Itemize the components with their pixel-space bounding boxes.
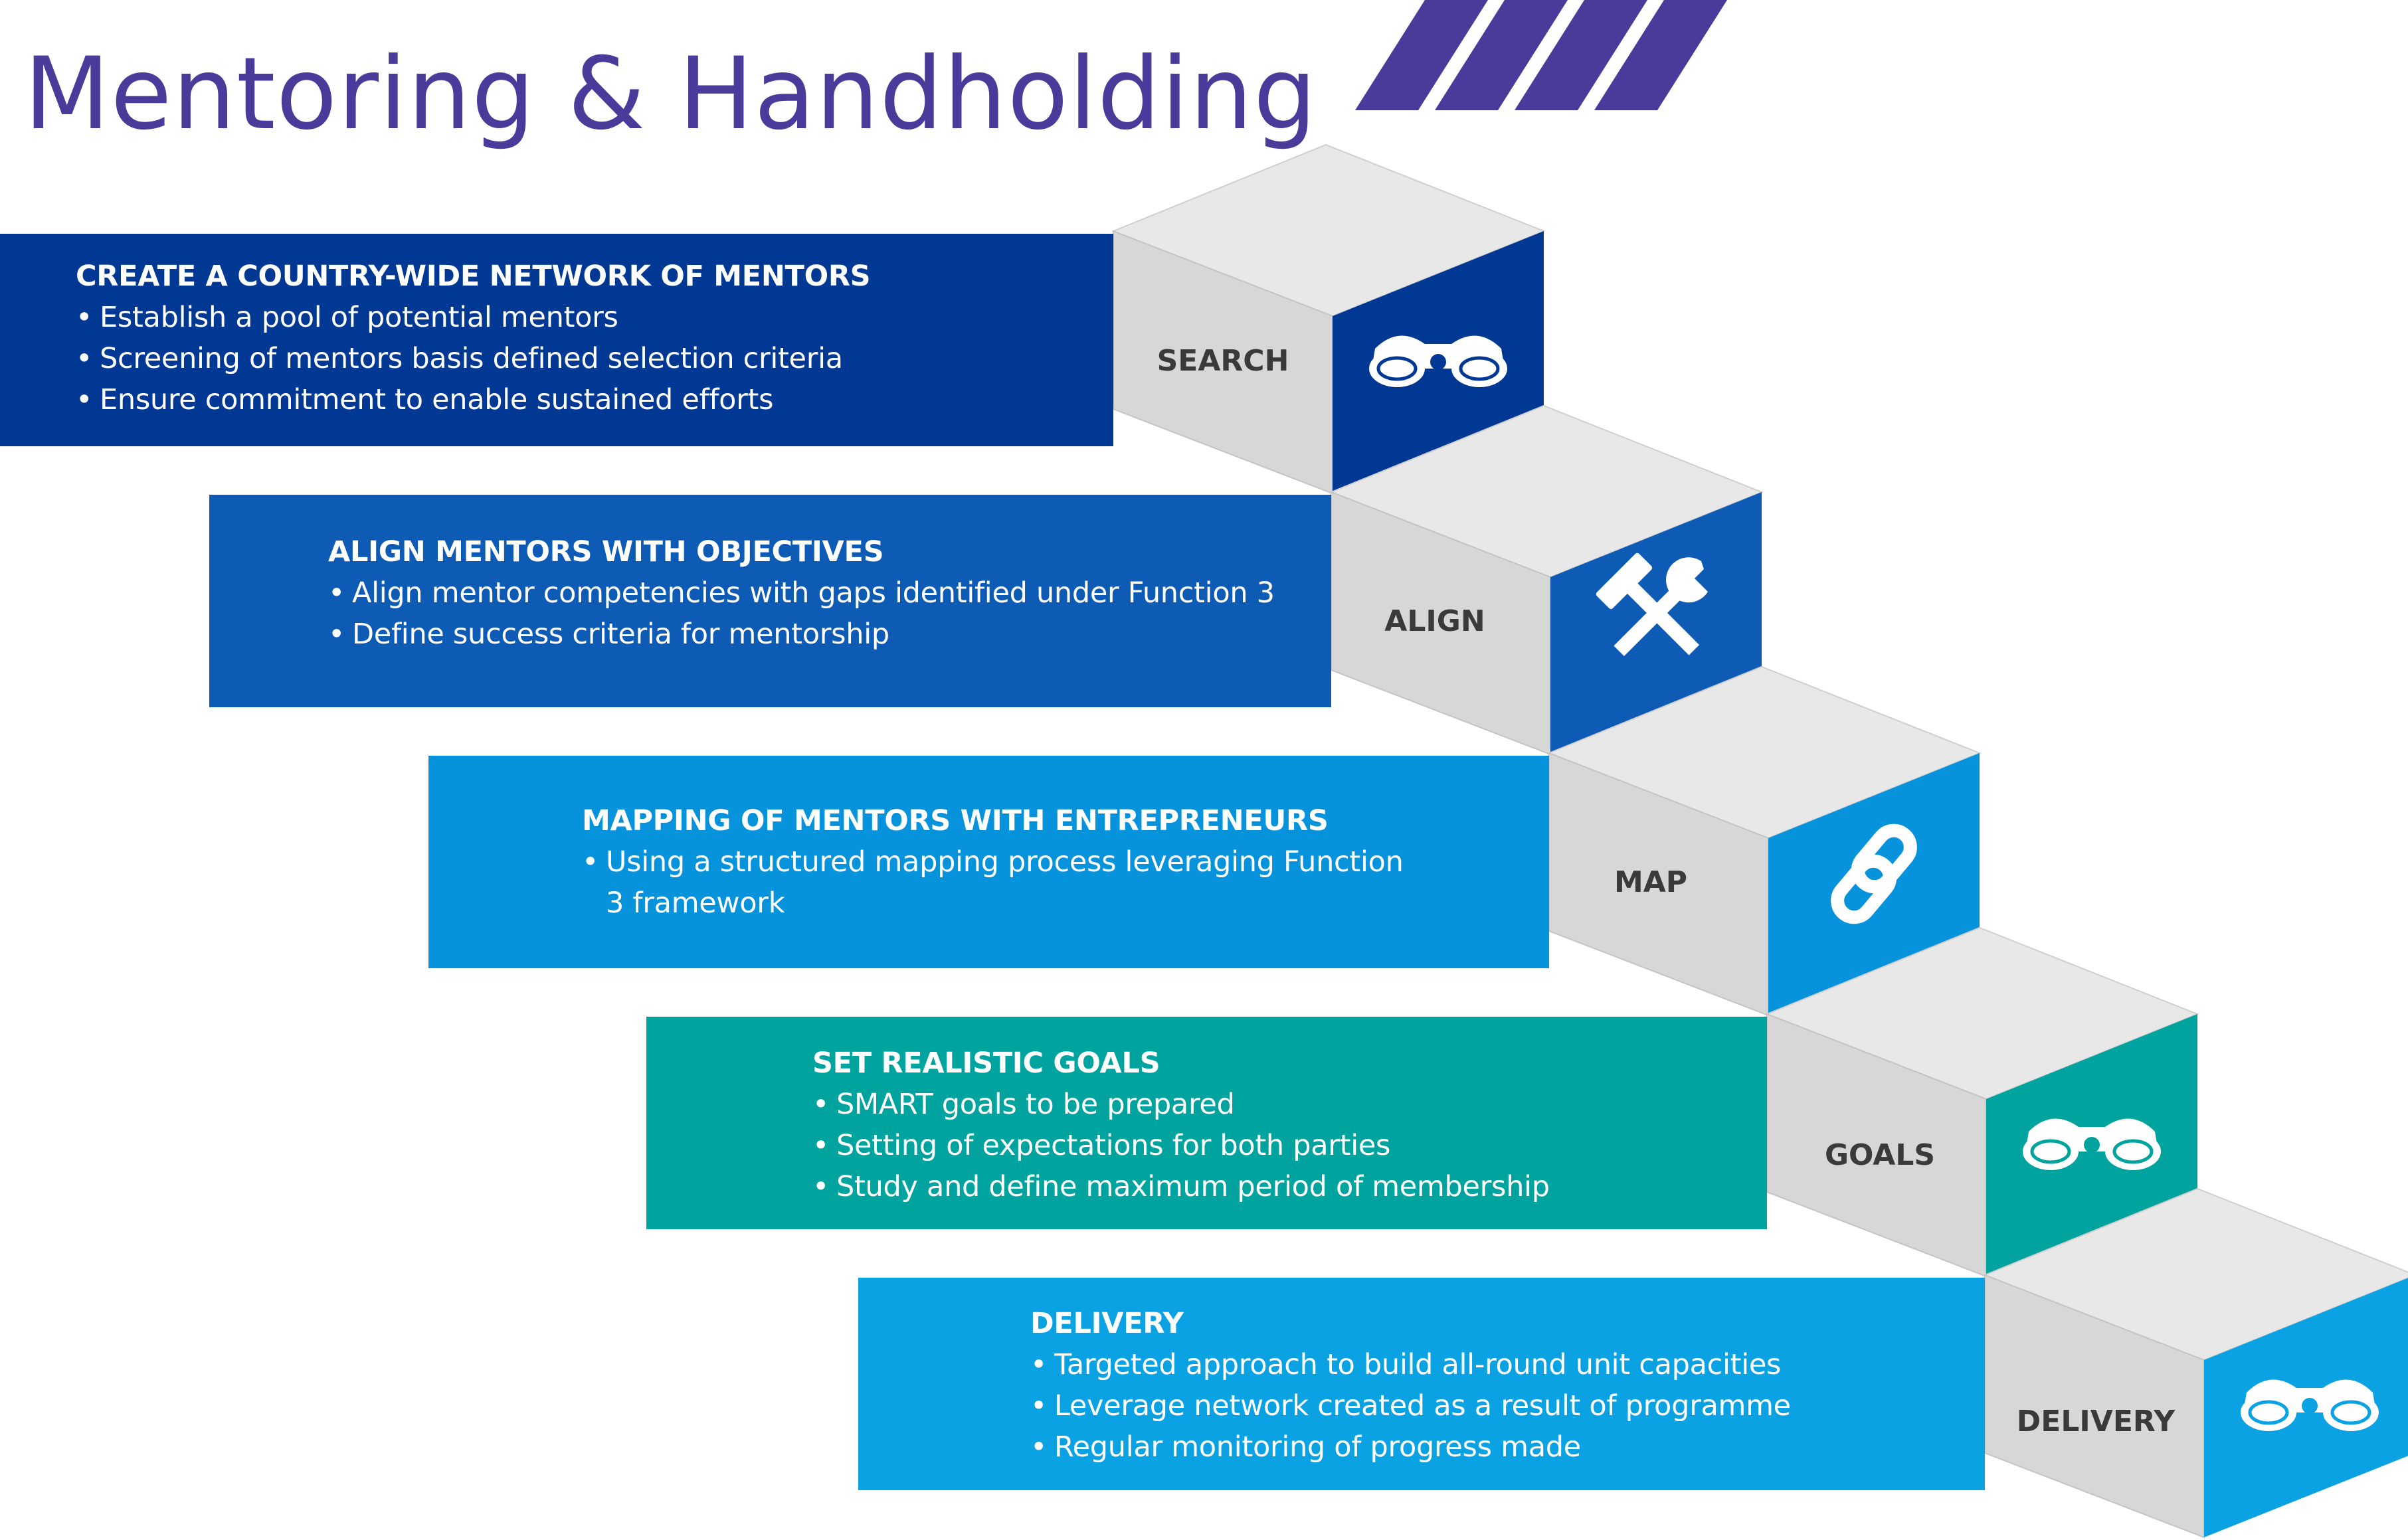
binoculars-icon bbox=[2241, 1379, 2379, 1431]
step-delivery-text: DELIVERY Targeted approach to build all-… bbox=[1030, 1303, 1960, 1468]
step-search-bullet: Establish a pool of potential mentors bbox=[76, 297, 1085, 338]
step-map-text: MAPPING OF MENTORS WITH ENTREPRENEURS Us… bbox=[582, 800, 1406, 924]
binoculars-icon bbox=[1369, 335, 1507, 387]
step-align-text: ALIGN MENTORS WITH OBJECTIVES Align ment… bbox=[328, 531, 1311, 655]
step-search-label: SEARCH bbox=[1157, 344, 1289, 378]
step-goals-label: GOALS bbox=[1824, 1138, 1936, 1172]
step-align-bullet: Align mentor competencies with gaps iden… bbox=[328, 572, 1311, 614]
step-delivery-label: DELIVERY bbox=[2016, 1405, 2176, 1438]
chain-link-icon bbox=[1831, 823, 1917, 924]
step-search-bullet: Ensure commitment to enable sustained ef… bbox=[76, 379, 1085, 420]
decorative-stripes bbox=[1355, 0, 1727, 110]
step-goals-bullet: SMART goals to be prepared bbox=[812, 1084, 1742, 1125]
step-align-bullet: Define success criteria for mentorship bbox=[328, 614, 1311, 655]
step-delivery-bullet: Regular monitoring of progress made bbox=[1030, 1426, 1960, 1468]
step-search-text: CREATE A COUNTRY-WIDE NETWORK OF MENTORS… bbox=[76, 256, 1085, 420]
step-align-label: ALIGN bbox=[1384, 604, 1485, 638]
step-map-label: MAP bbox=[1614, 865, 1688, 899]
step-goals-bullet: Setting of expectations for both parties bbox=[812, 1125, 1742, 1166]
step-search-bullet: Screening of mentors basis defined selec… bbox=[76, 338, 1085, 379]
step-search-heading: CREATE A COUNTRY-WIDE NETWORK OF MENTORS bbox=[76, 260, 871, 293]
binoculars-icon bbox=[2023, 1118, 2161, 1170]
step-align-heading: ALIGN MENTORS WITH OBJECTIVES bbox=[328, 535, 884, 568]
step-goals-text: SET REALISTIC GOALS SMART goals to be pr… bbox=[812, 1043, 1742, 1207]
step-map-bullet: Using a structured mapping process lever… bbox=[582, 841, 1406, 924]
step-delivery-heading: DELIVERY bbox=[1030, 1307, 1184, 1340]
step-goals-heading: SET REALISTIC GOALS bbox=[812, 1047, 1160, 1080]
step-goals-bullet: Study and define maximum period of membe… bbox=[812, 1166, 1742, 1207]
hammer-wrench-icon bbox=[1596, 553, 1708, 657]
step-delivery-bullet: Targeted approach to build all-round uni… bbox=[1030, 1344, 1960, 1385]
page-title: Mentoring & Handholding bbox=[24, 37, 1317, 152]
step-map-heading: MAPPING OF MENTORS WITH ENTREPRENEURS bbox=[582, 804, 1329, 837]
step-delivery-bullet: Leverage network created as a result of … bbox=[1030, 1385, 1960, 1426]
